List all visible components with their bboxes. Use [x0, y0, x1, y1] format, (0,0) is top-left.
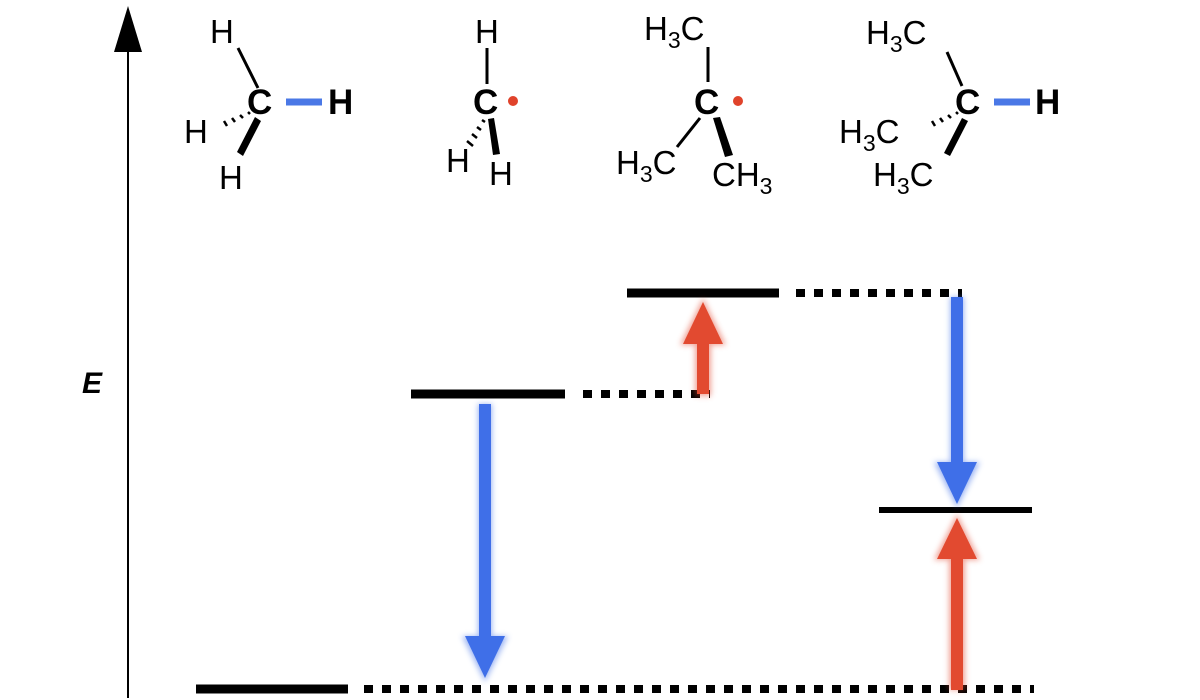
molecule-tert-butyl-radical: H3C C H3C CH3: [616, 10, 772, 199]
svg-text:H3C: H3C: [866, 14, 926, 57]
arrow-up-large: [934, 514, 980, 690]
arrow-up-icon: [937, 518, 977, 690]
arrow-down-left: [462, 404, 508, 682]
svg-text:H: H: [1035, 83, 1060, 122]
svg-text:H: H: [475, 13, 499, 50]
arrow-down-right: [934, 297, 980, 508]
dotted-connectors: [364, 289, 1034, 693]
radical-dot: [733, 96, 743, 106]
molecule-methyl-radical: H C H H: [446, 13, 518, 192]
arrow-up-small: [680, 298, 726, 396]
svg-text:H: H: [328, 83, 353, 122]
arrow-down-icon: [937, 297, 977, 504]
svg-text:H: H: [489, 155, 513, 192]
svg-text:H: H: [219, 159, 243, 196]
arrow-up-icon: [114, 6, 142, 52]
molecule-methane: H C H H H: [184, 13, 353, 196]
energy-axis: E: [82, 6, 142, 698]
svg-text:CH3: CH3: [712, 156, 772, 199]
molecule-isobutane: H3C C H H3C H3C: [839, 14, 1060, 199]
svg-text:H3C: H3C: [616, 144, 676, 187]
arrow-down-icon: [465, 404, 505, 678]
energy-levels: [196, 288, 1032, 694]
arrow-up-icon: [683, 302, 723, 394]
svg-text:H: H: [210, 13, 234, 50]
svg-text:C: C: [955, 83, 980, 122]
svg-text:C: C: [473, 83, 498, 122]
svg-text:H3C: H3C: [839, 113, 899, 156]
svg-text:H: H: [184, 113, 208, 150]
axis-label: E: [82, 367, 103, 400]
svg-text:C: C: [247, 83, 272, 122]
svg-text:C: C: [694, 83, 719, 122]
radical-dot: [508, 96, 518, 106]
svg-text:H: H: [446, 142, 470, 179]
svg-text:H3C: H3C: [873, 156, 933, 199]
svg-text:H3C: H3C: [644, 10, 704, 53]
